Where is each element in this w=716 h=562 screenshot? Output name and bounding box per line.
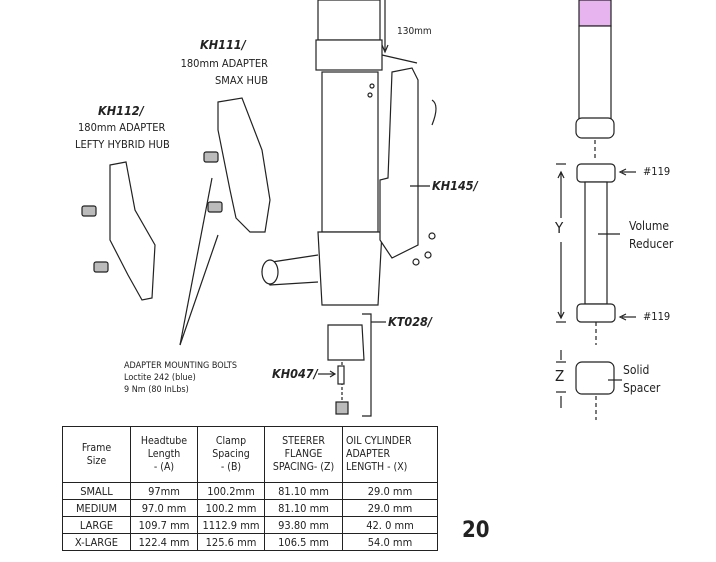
cell: 106.5 mm <box>264 533 343 551</box>
header-text: FLANGE <box>284 448 323 460</box>
fork-upper-tube <box>261 0 383 306</box>
header-text: Frame <box>81 441 112 454</box>
cell: 109.7 mm <box>130 516 198 534</box>
header-text: STEERER <box>282 435 325 447</box>
header-text: - (A) <box>153 461 175 473</box>
cell: 42. 0 mm <box>342 516 438 534</box>
kh112-desc-2: LEFTY HYBRID HUB <box>75 138 170 151</box>
cell: 81.10 mm <box>264 482 343 500</box>
cell: 125.6 mm <box>197 533 265 551</box>
cell: 100.2 mm <box>197 499 265 517</box>
kh112-desc-1: 180mm ADAPTER <box>78 121 166 134</box>
header-text: LENGTH - (X) <box>346 461 408 473</box>
dim-y: Y <box>555 219 564 237</box>
cell: 81.10 mm <box>264 499 343 517</box>
bolts-torque: 9 Nm (80 InLbs) <box>124 385 189 395</box>
cell: X-LARGE <box>62 533 131 551</box>
cell: 100.2mm <box>197 482 265 500</box>
page-number: 20 <box>462 518 490 543</box>
kt028-label: KT028/ <box>388 314 432 329</box>
cell: 97.0 mm <box>130 499 198 517</box>
cell: SMALL <box>62 482 131 500</box>
kh111-code: KH111/ <box>200 37 246 52</box>
pink-band <box>578 0 612 27</box>
oring-119-bottom: #119 <box>643 310 671 323</box>
kh112-adapter <box>109 161 156 301</box>
kh145-label: KH145/ <box>432 178 478 193</box>
cell: LARGE <box>62 516 131 534</box>
header-text: - (B) <box>220 461 242 473</box>
cell: 93.80 mm <box>264 516 343 534</box>
cell: 54.0 mm <box>342 533 438 551</box>
kh111-desc-2: SMAX HUB <box>215 74 268 87</box>
kh047-label: KH047/ <box>272 366 318 381</box>
cell: 122.4 mm <box>130 533 198 551</box>
header-text: Length <box>147 448 181 460</box>
header-text: Headtube <box>140 435 188 447</box>
cell: 97mm <box>130 482 198 500</box>
cell: 1112.9 mm <box>197 516 265 534</box>
header-text: OIL CYLINDER <box>346 435 412 447</box>
cell: 29.0 mm <box>342 482 438 500</box>
volume-reducer-1: Volume <box>629 219 670 233</box>
bolts-loctite: Loctite 242 (blue) <box>124 373 196 383</box>
header-text: Size <box>86 454 107 467</box>
bolts-title: ADAPTER MOUNTING BOLTS <box>124 361 237 371</box>
kh145-guard <box>379 67 419 259</box>
dim-z: Z <box>555 367 565 385</box>
kh111-desc-1: 180mm ADAPTER <box>180 57 268 70</box>
header-text: SPACING- (Z) <box>272 461 335 473</box>
header-text: ADAPTER <box>346 448 391 460</box>
solid-spacer-2: Spacer <box>623 381 661 395</box>
kh111-adapter <box>217 97 271 233</box>
header-text: Spacing <box>212 448 250 460</box>
cell: 29.0 mm <box>342 499 438 517</box>
mounting-bolts <box>81 151 223 273</box>
dim-130mm: 130mm <box>397 26 432 37</box>
header-text: Clamp <box>215 435 247 447</box>
volume-reducer-2: Reducer <box>629 237 674 251</box>
solid-spacer-1: Solid <box>623 363 650 377</box>
kh112-code: KH112/ <box>98 103 144 118</box>
oring-119-top: #119 <box>643 165 671 178</box>
cell: MEDIUM <box>62 499 131 517</box>
adapter-bolts-note: ADAPTER MOUNTING BOLTS Loctite 242 (blue… <box>124 360 237 396</box>
